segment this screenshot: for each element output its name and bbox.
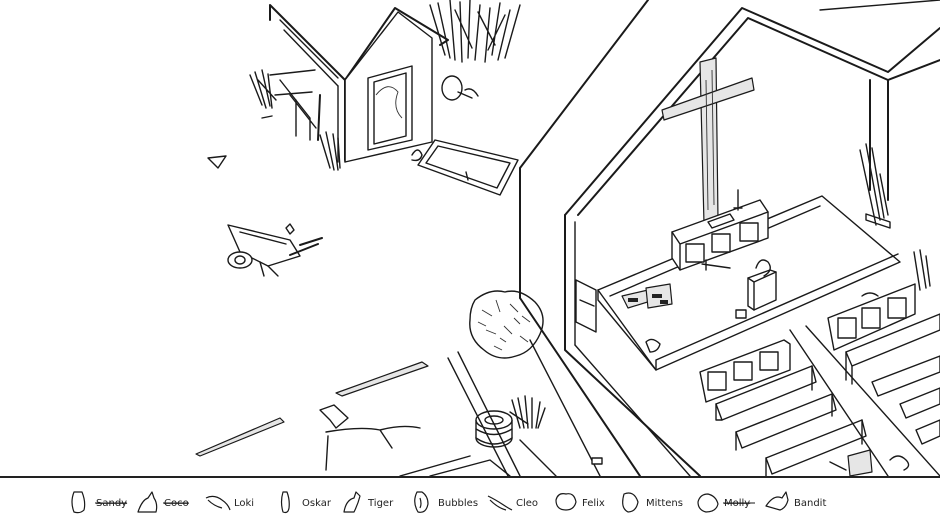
cat-item-felix[interactable]: Felix bbox=[555, 493, 605, 511]
cat-bandit-icon bbox=[765, 491, 789, 511]
cat-tiger-icon bbox=[343, 491, 361, 513]
cat-loki-icon bbox=[205, 495, 231, 511]
shed bbox=[249, 0, 521, 171]
cat-item-molly[interactable]: Molly bbox=[697, 493, 755, 513]
cat-item-cleo[interactable]: Cleo bbox=[487, 495, 538, 511]
cat-item-sandy[interactable]: Sandy bbox=[71, 491, 127, 514]
cat-coco-icon bbox=[137, 491, 158, 513]
bush bbox=[469, 290, 544, 359]
cat-oskar-icon bbox=[280, 491, 290, 514]
cat-name-label: Oskar bbox=[302, 498, 332, 509]
cat-felix-icon bbox=[555, 493, 577, 511]
cat-name-label: Tiger bbox=[367, 498, 394, 509]
cat-mittens-icon bbox=[622, 492, 639, 513]
cat-name-label: Mittens bbox=[646, 498, 683, 509]
cat-item-bubbles[interactable]: Bubbles bbox=[414, 491, 478, 513]
cat-item-loki[interactable]: Loki bbox=[205, 495, 254, 511]
pavement bbox=[399, 339, 603, 477]
cat-sandy-icon bbox=[71, 491, 86, 514]
cat-name-label: Cleo bbox=[516, 498, 538, 509]
wheelbarrow bbox=[227, 223, 323, 277]
cat-item-coco[interactable]: Coco bbox=[137, 491, 189, 513]
cat-cleo-icon bbox=[487, 495, 513, 511]
tire-stack bbox=[475, 395, 546, 448]
cat-molly-icon bbox=[697, 493, 719, 513]
cat-item-tiger[interactable]: Tiger bbox=[343, 491, 394, 513]
cat-bubbles-icon bbox=[414, 491, 429, 513]
cat-name-label: Loki bbox=[234, 498, 254, 509]
cat-name-label: Bandit bbox=[794, 498, 826, 509]
cat-item-mittens[interactable]: Mittens bbox=[622, 492, 683, 513]
cat-checklist-bar: Sandy Coco Loki Oskar Tiger Bubbles Cleo Felix M… bbox=[0, 476, 940, 529]
game-scene[interactable] bbox=[0, 0, 940, 477]
cat-name-label: Bubbles bbox=[438, 498, 478, 509]
cat-name-label: Felix bbox=[582, 498, 605, 509]
signboard bbox=[417, 139, 519, 196]
yard-props bbox=[207, 75, 479, 169]
ground-boards bbox=[195, 361, 429, 471]
cat-item-oskar[interactable]: Oskar bbox=[280, 491, 332, 514]
scene-drawing[interactable] bbox=[0, 0, 940, 477]
cat-item-bandit[interactable]: Bandit bbox=[765, 491, 826, 511]
church bbox=[519, 0, 940, 477]
cat-checklist: Sandy Coco Loki Oskar Tiger Bubbles Cleo Felix M… bbox=[71, 491, 826, 514]
